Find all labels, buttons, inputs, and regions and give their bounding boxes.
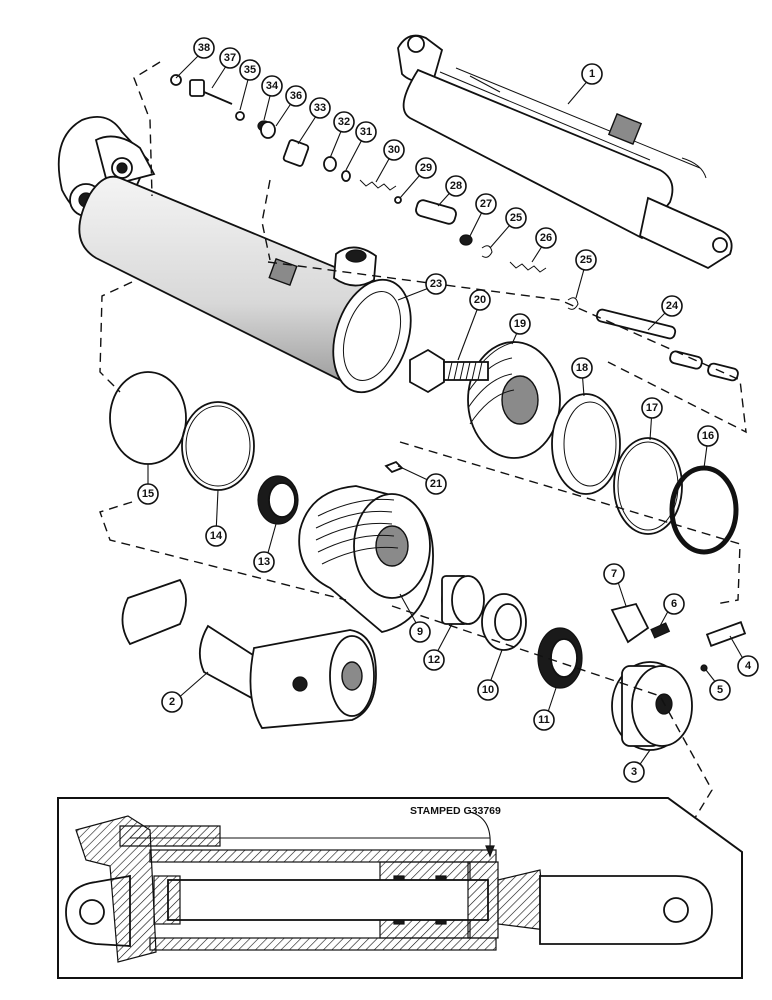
cross-section-inset: STAMPED G33769: [57, 797, 743, 979]
callout-36: 36: [285, 85, 307, 107]
piston-rod-part-2: [121, 578, 377, 729]
callout-1: 1: [581, 63, 603, 85]
gland-part-19: [467, 341, 561, 459]
svg-text:13: 13: [258, 556, 270, 568]
callout-25-upper: 25: [505, 207, 527, 229]
svg-text:16: 16: [702, 430, 714, 442]
wear-ring-part-18: [551, 393, 621, 495]
svg-text:37: 37: [224, 52, 236, 64]
svg-text:4: 4: [745, 660, 752, 672]
small-parts-valve: [170, 74, 739, 474]
svg-text:33: 33: [314, 102, 326, 114]
callout-25-lower: 25: [575, 249, 597, 271]
svg-text:14: 14: [210, 530, 223, 542]
svg-text:18: 18: [576, 362, 588, 374]
callout-19: 19: [509, 313, 531, 335]
ring-part-10: [481, 593, 527, 651]
callout-30: 30: [383, 139, 405, 161]
callout-27: 27: [475, 193, 497, 215]
bottom-right-parts: [610, 602, 747, 751]
callout-9: 9: [409, 621, 431, 643]
svg-text:28: 28: [450, 180, 462, 192]
callout-3: 3: [623, 761, 645, 783]
svg-text:5: 5: [717, 684, 723, 696]
svg-text:24: 24: [666, 300, 679, 312]
svg-text:15: 15: [142, 488, 154, 500]
callout-20: 20: [469, 289, 491, 311]
svg-text:11: 11: [538, 714, 550, 726]
callout-layer: 38 37 35 34 36 33 32 31 30 29 28 27 25 2…: [137, 37, 759, 783]
callout-2: 2: [161, 691, 183, 713]
seal-part-13: [257, 475, 299, 525]
svg-text:36: 36: [290, 90, 302, 102]
group-boundary-seals: [99, 281, 741, 605]
svg-text:34: 34: [266, 80, 279, 92]
svg-text:10: 10: [482, 684, 494, 696]
wiper-part-11: [537, 627, 583, 689]
callout-12: 12: [423, 649, 445, 671]
svg-text:23: 23: [430, 278, 442, 290]
callout-28: 28: [445, 175, 467, 197]
callout-21: 21: [425, 473, 447, 495]
svg-text:7: 7: [611, 568, 617, 580]
svg-text:17: 17: [646, 402, 658, 414]
group-boundary-valve: [133, 61, 747, 434]
svg-text:20: 20: [474, 294, 486, 306]
callout-4: 4: [737, 655, 759, 677]
bushing-part-12: [441, 575, 485, 625]
svg-text:26: 26: [540, 232, 552, 244]
svg-text:2: 2: [169, 696, 175, 708]
svg-text:6: 6: [671, 598, 677, 610]
svg-text:12: 12: [428, 654, 440, 666]
callout-23: 23: [425, 273, 447, 295]
callout-14: 14: [205, 525, 227, 547]
o-ring-part-16: [669, 465, 739, 555]
stamped-label: STAMPED G33769: [410, 805, 501, 817]
callout-18: 18: [571, 357, 593, 379]
piston-part-9: [298, 485, 434, 633]
callout-16: 16: [697, 425, 719, 447]
callout-38: 38: [193, 37, 215, 59]
bolt-part-20: [409, 348, 489, 394]
svg-text:30: 30: [388, 144, 400, 156]
svg-text:31: 31: [360, 126, 372, 138]
svg-text:38: 38: [198, 42, 210, 54]
callout-13: 13: [253, 551, 275, 573]
callout-37: 37: [219, 47, 241, 69]
callout-10: 10: [477, 679, 499, 701]
svg-text:35: 35: [244, 64, 256, 76]
callout-29: 29: [415, 157, 437, 179]
svg-text:1: 1: [589, 68, 595, 80]
cylinder-barrel-part-23: [57, 116, 412, 394]
callout-26: 26: [535, 227, 557, 249]
callout-35: 35: [239, 59, 261, 81]
svg-text:29: 29: [420, 162, 432, 174]
assembled-cylinder-part-1: [397, 34, 733, 270]
callout-15: 15: [137, 483, 159, 505]
svg-text:32: 32: [338, 116, 350, 128]
backup-ring-part-14: [181, 401, 255, 491]
o-ring-part-15: [109, 371, 187, 465]
svg-text:25: 25: [580, 254, 592, 266]
svg-text:27: 27: [480, 198, 492, 210]
svg-text:3: 3: [631, 766, 637, 778]
callout-7: 7: [603, 563, 625, 585]
svg-text:19: 19: [514, 318, 526, 330]
callout-6: 6: [663, 593, 685, 615]
callout-33: 33: [309, 97, 331, 119]
callout-31: 31: [355, 121, 377, 143]
callout-11: 11: [533, 709, 555, 731]
callout-32: 32: [333, 111, 355, 133]
svg-text:9: 9: [417, 626, 423, 638]
svg-text:21: 21: [430, 478, 442, 490]
callout-34: 34: [261, 75, 283, 97]
callout-24: 24: [661, 295, 683, 317]
callout-5: 5: [709, 679, 731, 701]
callout-17: 17: [641, 397, 663, 419]
svg-text:25: 25: [510, 212, 522, 224]
